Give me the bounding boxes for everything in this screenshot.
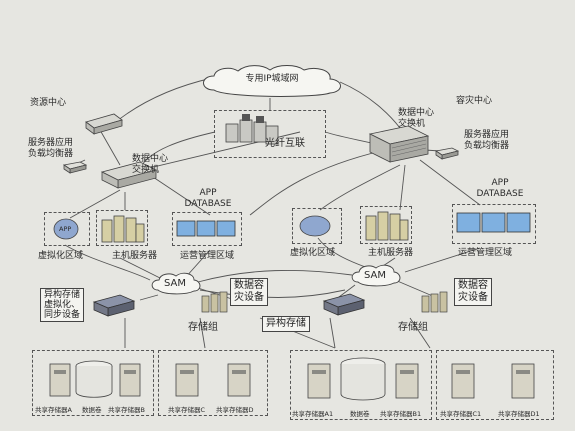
right-ops-label: 运营管理区域 bbox=[458, 248, 513, 258]
host-server-icon bbox=[101, 215, 145, 243]
right-host-label: 主机服务器 bbox=[368, 248, 414, 258]
app-icon-label: APP bbox=[59, 225, 72, 233]
load-balancer-icon bbox=[434, 147, 460, 160]
right-storage-controller-label: 异构存储 bbox=[262, 316, 310, 332]
disk-stack-icon bbox=[201, 291, 228, 313]
cloud-label: 专用IP城域网 bbox=[245, 74, 299, 84]
host-server-icon bbox=[365, 211, 409, 241]
right-storage-group-label: 存储组 bbox=[398, 322, 428, 333]
storage-d-label: 共享存储器D bbox=[216, 406, 254, 414]
monitor-icon bbox=[456, 212, 531, 233]
storage-b1-label: 共享存储器B1 bbox=[380, 410, 422, 418]
left-app-db-label: APP DATABASE bbox=[184, 188, 232, 209]
left-ops-zone bbox=[172, 212, 242, 246]
data-volume-label: 数据卷 bbox=[350, 410, 370, 418]
switch-icon bbox=[100, 161, 158, 189]
left-storage-group-label: 存储组 bbox=[188, 322, 218, 333]
storage-controller-icon bbox=[322, 293, 366, 316]
cloud-icon bbox=[351, 264, 401, 287]
left-virtual-zone bbox=[44, 212, 90, 246]
left-site-title: 资源中心 bbox=[30, 98, 67, 108]
right-storage-group-b bbox=[436, 350, 554, 420]
left-host-zone bbox=[96, 210, 148, 246]
switch-icon bbox=[85, 113, 123, 135]
server-tower-icon bbox=[175, 363, 251, 397]
cloud-icon bbox=[151, 272, 201, 295]
right-virtual-zone bbox=[292, 208, 342, 244]
monitor-icon bbox=[176, 220, 236, 237]
right-ops-zone bbox=[452, 204, 536, 244]
server-tower-icon bbox=[307, 357, 419, 401]
server-tower-icon bbox=[49, 360, 141, 398]
load-balancer-icon bbox=[62, 161, 88, 174]
left-storage-controller-label: 异构存储 虚拟化、 同步设备 bbox=[40, 288, 85, 322]
left-host-label: 主机服务器 bbox=[112, 251, 158, 261]
right-host-zone bbox=[360, 206, 412, 244]
right-switch-label: 数据中心 交换机 bbox=[398, 108, 435, 129]
left-lb-label: 服务器应用 负载均衡器 bbox=[28, 138, 74, 159]
right-dr-label: 数据容 灾设备 bbox=[454, 278, 492, 306]
left-dr-label: 数据容 灾设备 bbox=[230, 278, 268, 306]
right-virtual-label: 虚拟化区域 bbox=[290, 248, 336, 258]
storage-a1-label: 共享存储器A1 bbox=[292, 410, 334, 418]
right-lb-label: 服务器应用 负载均衡器 bbox=[464, 130, 510, 151]
data-volume-label: 数据卷 bbox=[82, 406, 102, 414]
disk-stack-icon bbox=[421, 291, 448, 313]
right-san-label: SAM bbox=[364, 270, 387, 281]
left-san-label: SAM bbox=[164, 278, 187, 289]
fiber-servers-icon bbox=[225, 114, 279, 145]
left-switch-label: 数据中心 交换机 bbox=[132, 154, 169, 175]
left-storage-group-b bbox=[158, 350, 268, 416]
left-storage-group-a bbox=[32, 350, 154, 416]
left-ops-label: 运营管理区域 bbox=[180, 251, 235, 261]
right-site-title: 容灾中心 bbox=[456, 96, 493, 106]
storage-a-label: 共享存储器A bbox=[35, 406, 72, 414]
switch-icon bbox=[368, 125, 430, 163]
app-virtual-icon bbox=[53, 218, 79, 240]
fiber-label: 光纤互联 bbox=[265, 138, 305, 149]
fiber-group bbox=[214, 110, 326, 158]
storage-d1-label: 共享存储器D1 bbox=[498, 410, 540, 418]
storage-c1-label: 共享存储器C1 bbox=[440, 410, 482, 418]
storage-b-label: 共享存储器B bbox=[108, 406, 145, 414]
right-app-db-label: APP DATABASE bbox=[476, 178, 524, 199]
right-storage-group-a bbox=[290, 350, 432, 420]
storage-controller-icon bbox=[92, 294, 136, 317]
server-tower-icon bbox=[451, 363, 535, 399]
app-virtual-icon bbox=[299, 215, 331, 237]
cloud-icon bbox=[203, 65, 341, 97]
storage-c-label: 共享存储器C bbox=[168, 406, 206, 414]
left-virtual-label: 虚拟化区域 bbox=[38, 251, 84, 261]
